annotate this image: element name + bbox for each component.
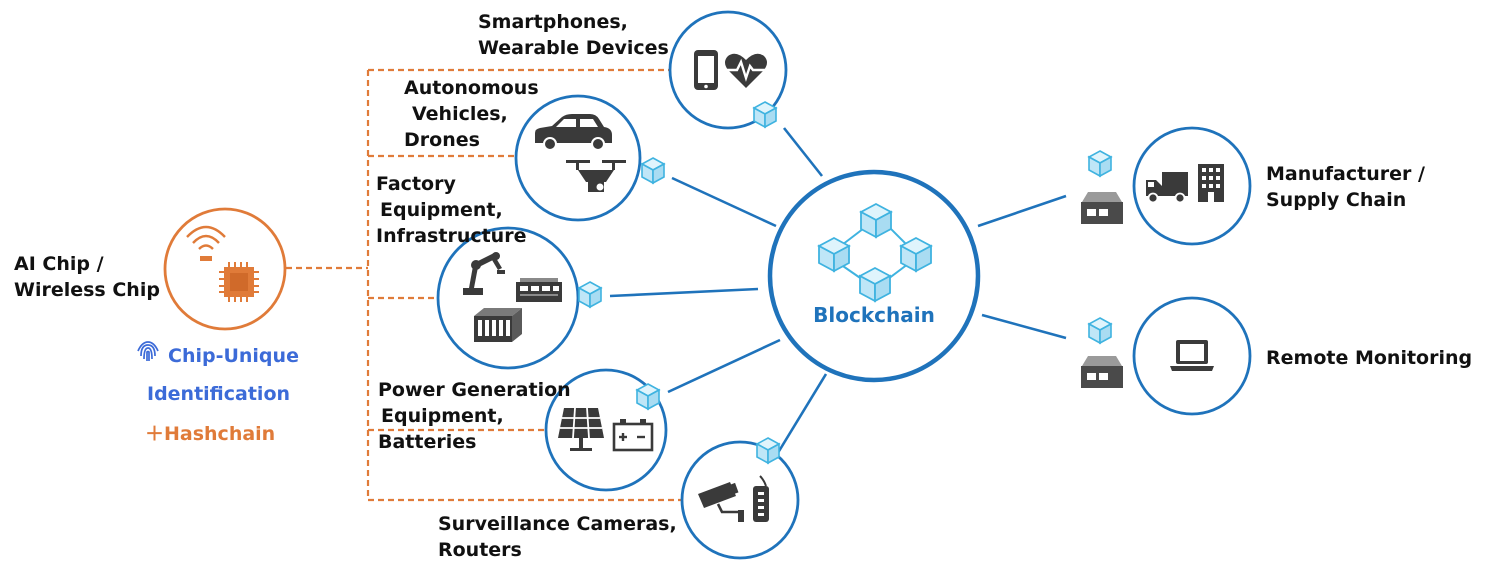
label-vehicles: Autonomous Vehicles, Drones [404,77,545,151]
endpoint-manufacturer [1081,126,1252,246]
blockchain-cubes-icon [818,203,932,302]
heartbeat-icon [725,53,767,88]
chip-title: AI Chip / Wireless Chip [14,253,160,301]
chip-unique-identification: Chip-Unique Identification [147,345,306,405]
smartphone-icon [694,50,718,90]
control-panel-icon [516,278,562,302]
robot-arm-icon [463,252,505,295]
label-surveillance: Surveillance Cameras, Routers [438,513,683,561]
node-surveillance [680,437,800,560]
fingerprint-icon [137,341,159,361]
label-factory: Factory Equipment, Infrastructure [376,173,526,247]
router-icon [753,475,769,522]
blockchain-links [609,127,1067,457]
ai-chip-node [163,207,287,331]
node-power [544,368,668,492]
chip-connection-tree [286,68,682,502]
blockchain-label: Blockchain [813,303,935,327]
label-power: Power Generation Equipment, Batteries [378,379,577,453]
security-camera-icon [698,482,744,522]
truck-icon [1146,172,1188,204]
label-smartphones: Smartphones, Wearable Devices [478,11,669,59]
battery-icon [612,419,654,452]
car-icon [535,114,612,151]
label-manufacturer: Manufacturer / Supply Chain [1266,163,1432,211]
chip-icon [219,262,259,302]
building-icon [1198,164,1224,202]
label-remote-monitoring: Remote Monitoring [1266,347,1472,369]
node-smartphones [668,10,788,130]
blockchain-node [767,169,981,383]
solar-panel-icon [558,407,604,451]
wireless-signal-icon [186,225,226,261]
endpoint-remote-monitoring [1081,296,1252,416]
node-vehicles [514,94,665,222]
server-rack-icon [474,308,522,342]
node-factory [436,226,602,370]
laptop-icon [1170,340,1214,371]
hashchain-label: ＋Hashchain [145,423,275,445]
drone-icon [566,160,626,192]
